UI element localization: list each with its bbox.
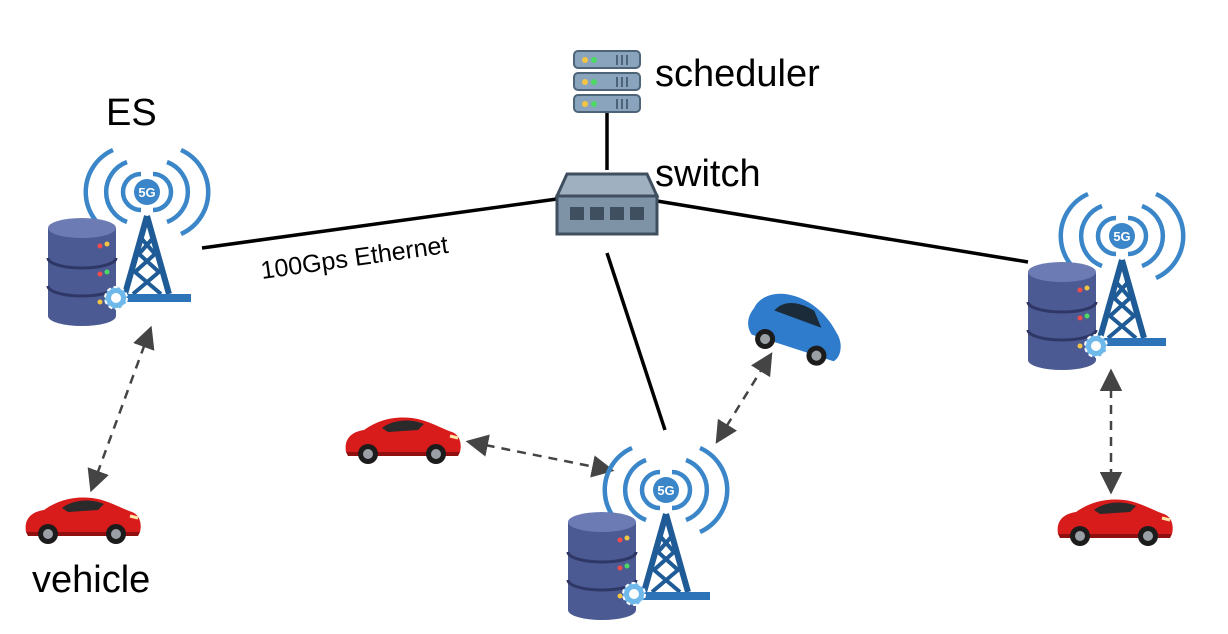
link-label: 100Gps Ethernet xyxy=(259,231,450,285)
wireless-left xyxy=(87,325,155,493)
red-car-icon xyxy=(24,496,143,546)
edge-server-icon xyxy=(1026,260,1098,372)
wireless-bottom-right xyxy=(715,352,773,444)
es-label: ES xyxy=(106,92,157,134)
right-edge-node xyxy=(1026,194,1183,372)
left-edge-node xyxy=(46,150,208,328)
link-switch-left-es xyxy=(201,197,558,250)
red-car-icon xyxy=(1056,498,1175,548)
network-switch-icon xyxy=(554,172,660,236)
gear-icon xyxy=(1084,334,1108,358)
server-rack-icon xyxy=(573,50,641,113)
bottom-edge-node xyxy=(566,448,727,622)
edge-server-icon xyxy=(46,216,118,328)
link-switch-right-es xyxy=(656,199,1029,264)
wireless-links xyxy=(87,325,1123,495)
gear-icon xyxy=(622,582,646,606)
edge-server-icon xyxy=(566,510,638,622)
switch-label: switch xyxy=(655,153,761,195)
scheduler-label: scheduler xyxy=(655,53,820,95)
blue-car-icon xyxy=(741,284,853,372)
wired-links xyxy=(201,112,1029,431)
gear-icon xyxy=(104,286,128,310)
link-switch-bottom-es xyxy=(605,252,667,431)
wireless-bottom-left xyxy=(465,434,615,478)
vehicle-label: vehicle xyxy=(32,559,150,601)
red-car-icon xyxy=(344,416,463,466)
